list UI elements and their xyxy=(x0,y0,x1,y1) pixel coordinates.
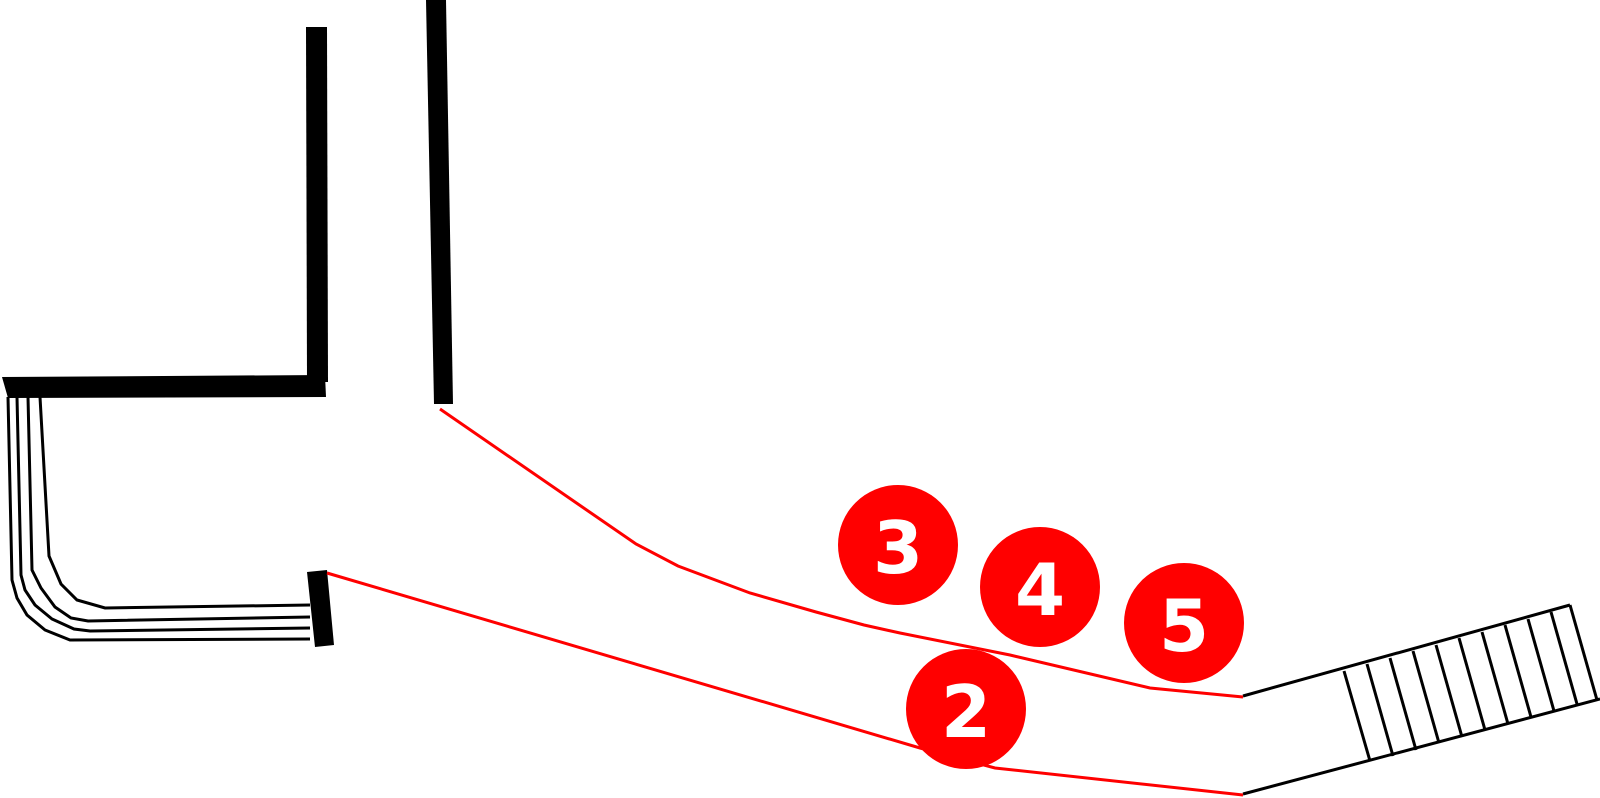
marker-5[interactable]: 5 xyxy=(1124,563,1244,683)
marker-4-label: 4 xyxy=(1015,548,1065,632)
wall-vertical-left xyxy=(306,27,328,382)
marker-2-label: 2 xyxy=(941,670,991,754)
marker-3-label: 3 xyxy=(873,506,923,590)
route-lower xyxy=(326,571,1244,797)
marker-3-circle xyxy=(838,485,958,605)
marker-3[interactable]: 3 xyxy=(838,485,958,605)
diagonal-stairs xyxy=(1242,603,1600,796)
route-lines xyxy=(326,407,1244,797)
marker-4[interactable]: 4 xyxy=(980,527,1100,647)
curved-stairs xyxy=(6,396,311,642)
marker-2-circle xyxy=(906,649,1026,769)
wall-horizontal-left xyxy=(2,375,326,398)
marker-2[interactable]: 2 xyxy=(906,649,1026,769)
marker-4-circle xyxy=(980,527,1100,647)
wall-vertical-right xyxy=(426,0,453,404)
marker-5-circle xyxy=(1124,563,1244,683)
marker-5-label: 5 xyxy=(1159,584,1209,668)
wall-short-segment xyxy=(307,570,334,647)
route-upper xyxy=(439,407,1244,699)
